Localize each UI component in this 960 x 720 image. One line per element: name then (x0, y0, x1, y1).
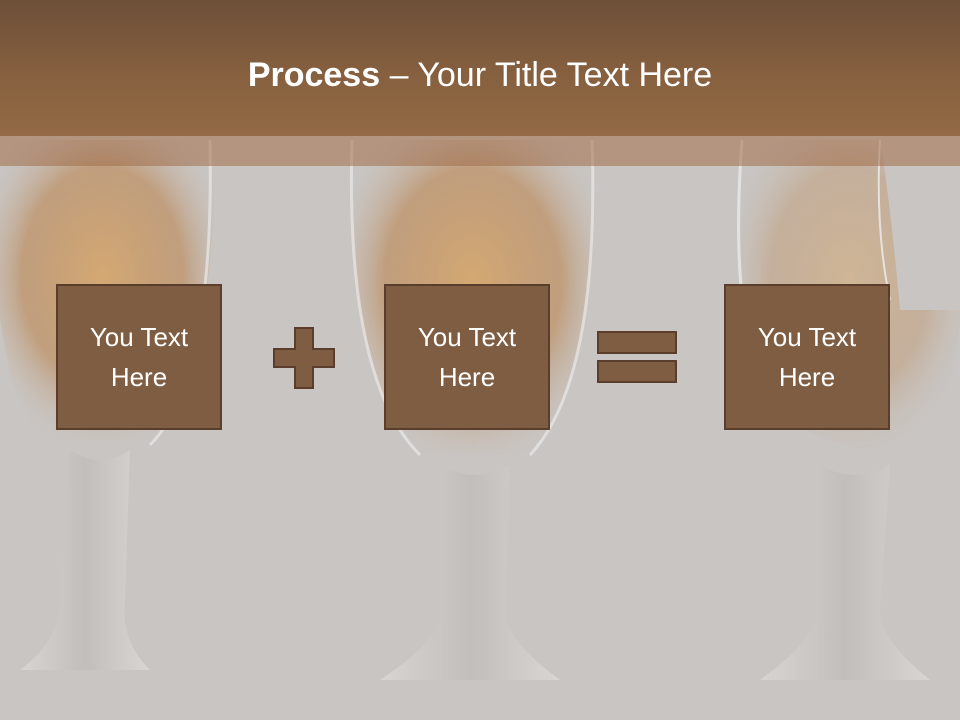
process-step-2[interactable]: You Text Here (384, 284, 550, 430)
slide-title-bold: Process (247, 56, 381, 94)
process-step-1[interactable]: You Text Here (56, 284, 222, 430)
process-step-3[interactable]: You Text Here (724, 284, 890, 430)
plus-icon[interactable] (272, 326, 336, 390)
title-band (0, 0, 960, 136)
slide-title[interactable]: Process – Your Title Text Here (0, 50, 960, 100)
process-step-1-label: You Text Here (89, 322, 189, 392)
process-step-3-label: You Text Here (757, 322, 857, 392)
equals-icon[interactable] (596, 330, 678, 386)
slide-title-rest: – Your Title Text Here (389, 56, 713, 94)
title-shadow-strip (0, 136, 960, 166)
process-step-2-label: You Text Here (417, 322, 517, 392)
